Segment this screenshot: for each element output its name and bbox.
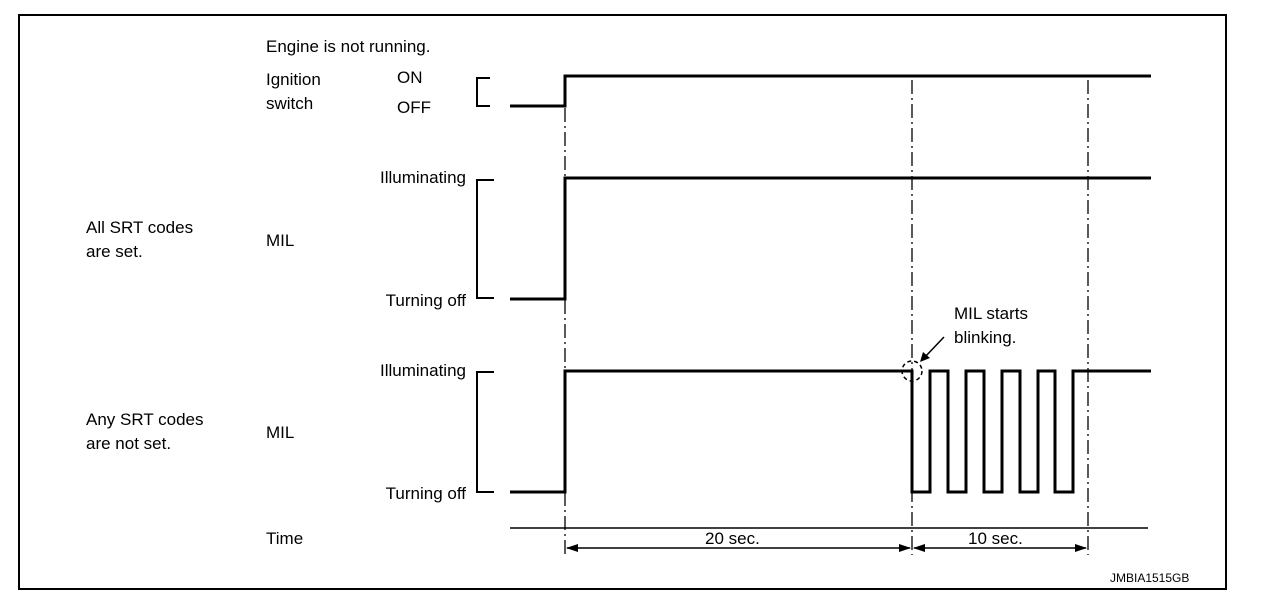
turning-off-label-2: Turning off <box>385 484 466 503</box>
ignition-off-label: OFF <box>397 98 431 117</box>
mil-bracket-upper <box>476 179 494 299</box>
engine-state-label: Engine is not running. <box>266 37 431 56</box>
ignition-on-label: ON <box>397 68 423 87</box>
ignition-label-line2: switch <box>266 94 314 113</box>
annotation-line1: MIL starts <box>954 304 1028 323</box>
ignition-bracket <box>476 77 490 107</box>
all-srt-label-line2: are set. <box>86 242 143 261</box>
mil-label-1: MIL <box>266 231 295 250</box>
interval-1-label: 20 sec. <box>705 529 760 548</box>
ignition-label-line1: Ignition <box>266 70 321 89</box>
mil-signal-not-set <box>510 369 1151 494</box>
any-srt-label-line1: Any SRT codes <box>86 410 204 429</box>
ignition-signal <box>510 74 1151 108</box>
annotation-arrowhead <box>920 352 930 362</box>
any-srt-label-line2: are not set. <box>86 434 172 453</box>
all-srt-label-line1: All SRT codes <box>86 218 194 237</box>
blink-start-marker <box>901 360 923 382</box>
interval-2-label: 10 sec. <box>968 529 1023 548</box>
mil-signal-all-set <box>510 176 1151 301</box>
figure-code: JMBIA1515GB <box>1110 571 1190 585</box>
time-label: Time <box>266 529 304 548</box>
turning-off-label-1: Turning off <box>385 291 466 310</box>
mil-label-2: MIL <box>266 423 295 442</box>
annotation-line2: blinking. <box>954 328 1017 347</box>
illuminating-label-1: Illuminating <box>380 168 466 187</box>
illuminating-label-2: Illuminating <box>380 361 466 380</box>
diagram-frame <box>18 14 1227 590</box>
mil-bracket-lower <box>476 371 494 493</box>
annotation-arrow <box>923 336 945 359</box>
